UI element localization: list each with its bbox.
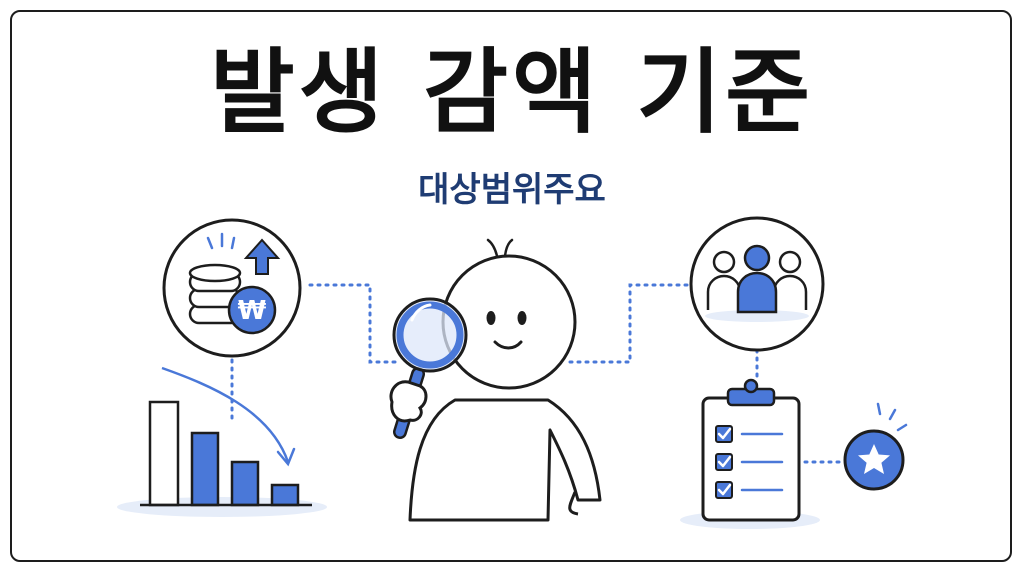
sparkle-lines — [206, 232, 236, 250]
connector-lines — [230, 283, 847, 464]
checklist-clipboard-icon — [680, 378, 820, 529]
won-coin-icon: ₩ — [227, 285, 277, 335]
page-subtitle: 대상범위주요 — [418, 170, 606, 210]
people-circle — [689, 216, 825, 352]
character-hand — [389, 380, 428, 423]
people-group-icon — [706, 244, 808, 314]
page-title: 발생 감액 기준 — [210, 39, 814, 146]
character-eye-right — [517, 311, 527, 325]
bar-1 — [148, 400, 180, 507]
star-badge-icon — [843, 402, 908, 491]
magnifying-glass-icon — [389, 297, 468, 439]
bar-3 — [230, 460, 260, 507]
character-eye-left — [486, 311, 496, 325]
decreasing-bar-chart-icon — [117, 366, 327, 517]
character-smile — [493, 340, 523, 350]
connector-right — [568, 283, 692, 364]
bar-2 — [190, 431, 220, 507]
bar-4 — [270, 483, 300, 507]
character — [408, 238, 602, 522]
connector-left — [308, 283, 402, 364]
money-circle: ₩ — [162, 218, 302, 358]
won-symbol: ₩ — [238, 296, 267, 326]
trend-arrow — [161, 366, 290, 463]
up-arrow-icon — [243, 238, 281, 275]
